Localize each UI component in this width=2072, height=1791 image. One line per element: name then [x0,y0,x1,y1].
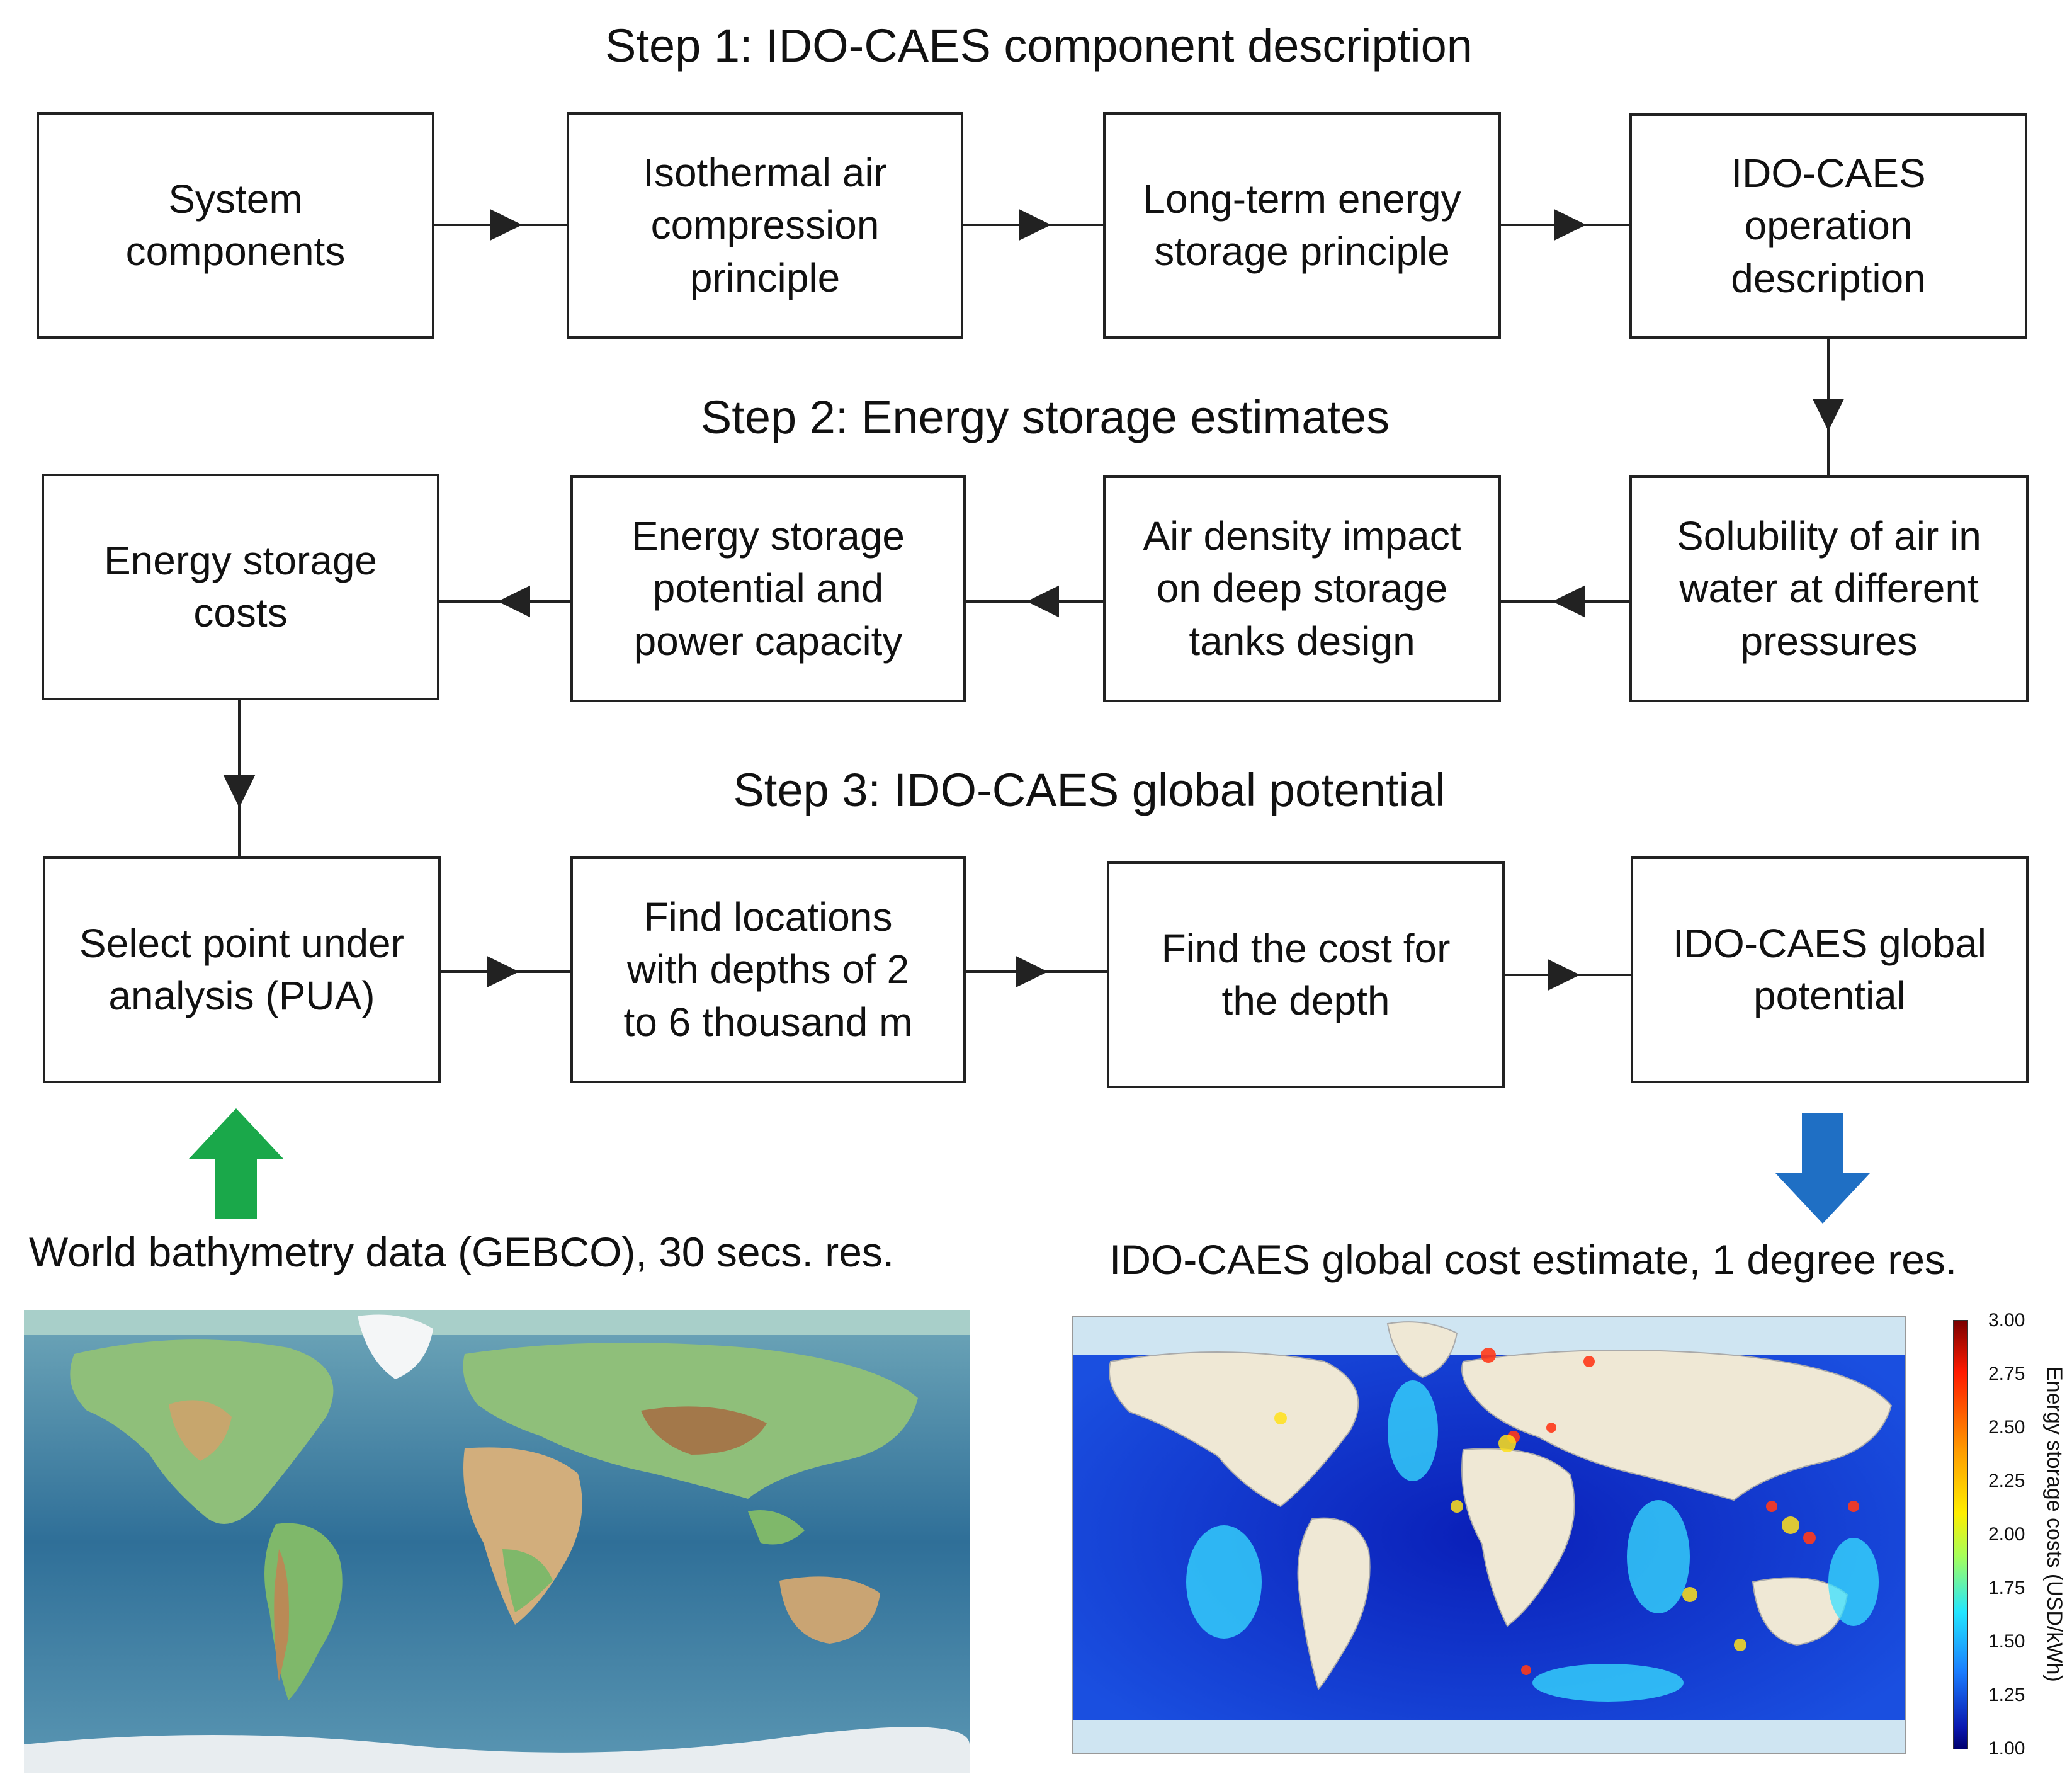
box-long-term: Long-term energy storage principle [1103,112,1501,339]
box-select-point: Select point under analysis (PUA) [43,856,441,1083]
box-operation: IDO-CAES operation description [1629,113,2027,339]
step1-title: Step 1: IDO-CAES component description [605,20,1473,72]
box-storage-costs-label: Energy storage costs [103,537,378,635]
box-global-potential-label: IDO-CAES global potential [1673,920,1986,1018]
caption-bathymetry: World bathymetry data (GEBCO), 30 secs. … [29,1229,895,1275]
colorbar-tick: 2.50 [1988,1417,2025,1438]
box-select-point-label: Select point under analysis (PUA) [79,920,404,1018]
box-operation-label: IDO-CAES operation description [1731,151,1926,301]
box-global-potential: IDO-CAES global potential [1631,856,2029,1083]
box-find-locations-label: Find locations with depths of 2 to 6 tho… [623,894,913,1045]
colorbar-tick: 1.00 [1988,1738,2025,1759]
box-find-cost-label: Find the cost for the depth [1161,925,1451,1023]
bathymetry-map [24,1310,970,1773]
arrow-up-icon [189,1108,283,1219]
box-isothermal-label: Isothermal air compression principle [643,150,887,300]
arrow-down-icon [1775,1113,1870,1224]
step2-title: Step 2: Energy storage estimates [700,391,1390,443]
colorbar-tick: 2.25 [1988,1470,2025,1491]
colorbar-tick: 2.00 [1988,1524,2025,1545]
cost-estimate-map [1072,1316,1906,1754]
colorbar-tick: 2.75 [1988,1363,2025,1384]
caption-cost-estimate: IDO-CAES global cost estimate, 1 degree … [1109,1236,1957,1283]
box-long-term-label: Long-term energy storage principle [1143,176,1461,274]
box-air-density-label: Air density impact on deep storage tanks… [1143,513,1461,664]
box-find-cost: Find the cost for the depth [1107,861,1505,1088]
colorbar [1953,1320,1968,1749]
colorbar-tick: 1.25 [1988,1685,2025,1705]
box-storage-potential: Energy storage potential and power capac… [570,475,966,702]
colorbar-label: Energy storage costs (USD/kWh) [2042,1367,2066,1682]
box-isothermal: Isothermal air compression principle [567,112,963,339]
box-air-density: Air density impact on deep storage tanks… [1103,475,1501,702]
colorbar-tick: 1.75 [1988,1578,2025,1598]
box-system-components-label: System components [125,176,346,274]
box-system-components: System components [37,112,434,339]
box-storage-costs: Energy storage costs [42,474,439,700]
colorbar-tick: 1.50 [1988,1631,2025,1652]
box-solubility-label: Solubility of air in water at different … [1677,513,1981,664]
box-find-locations: Find locations with depths of 2 to 6 tho… [570,856,966,1083]
step3-title: Step 3: IDO-CAES global potential [733,764,1446,816]
box-solubility: Solubility of air in water at different … [1629,475,2029,702]
colorbar-tick: 3.00 [1988,1310,2025,1331]
box-storage-potential-label: Energy storage potential and power capac… [631,513,905,664]
